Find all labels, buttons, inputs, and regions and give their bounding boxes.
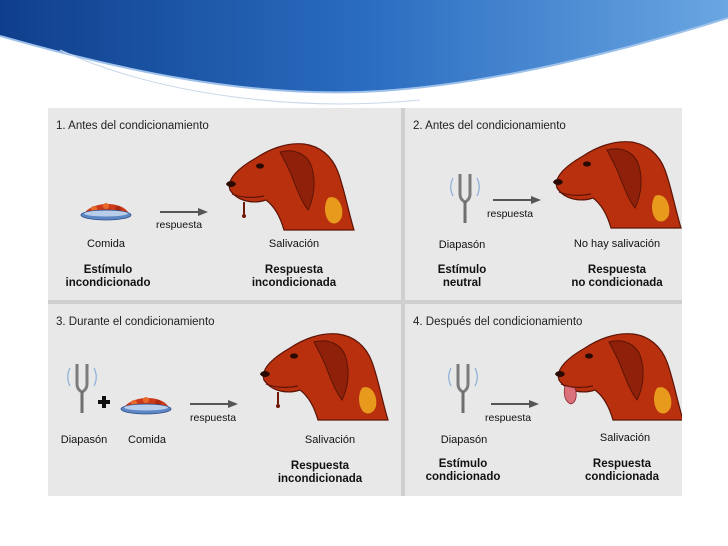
arrow-right-icon xyxy=(190,400,238,408)
response-type-line-2: condicionada xyxy=(584,471,660,483)
response-label: Salivación xyxy=(304,434,356,446)
arrow-right-icon xyxy=(160,208,208,216)
response-type: Respuesta condicionada xyxy=(567,458,677,484)
arrow-label: respuesta xyxy=(487,208,534,220)
stimulus-type: Estímulo incondicionado xyxy=(54,264,162,290)
stimulus-label: Diapasón xyxy=(440,434,488,446)
tuning-fork-icon xyxy=(447,362,479,415)
panel-4: 4. Después del condicionamiento Diapasón… xyxy=(405,304,682,496)
response-type: Respuesta incondicionada xyxy=(264,460,376,486)
stimulus-type-line-1: Estímulo xyxy=(83,264,133,276)
tuning-fork-icon xyxy=(449,172,481,225)
stimulus-type-line-1: Estímulo xyxy=(437,264,487,276)
conditioning-figure: 1. Antes del condicionamiento Comida res… xyxy=(48,108,682,496)
horizontal-divider xyxy=(48,300,682,304)
panel-title: 1. Antes del condicionamiento xyxy=(56,120,209,132)
panel-title: 3. Durante el condicionamiento xyxy=(56,316,215,328)
stimulus-type-line-2: incondicionado xyxy=(65,277,151,289)
header-banner xyxy=(0,0,728,105)
response-type: Respuesta incondicionada xyxy=(238,264,350,290)
stimulus-label: Comida xyxy=(87,238,125,250)
response-label: No hay salivación xyxy=(573,238,661,250)
stimulus-type: Estímulo condicionado xyxy=(413,458,513,484)
stimulus-type-line-1: Estímulo xyxy=(438,458,488,470)
response-type-line-1: Respuesta xyxy=(587,264,647,276)
stimulus-label-a: Diapasón xyxy=(60,434,108,446)
dog-head-icon xyxy=(259,333,389,421)
stimulus-type-line-2: condicionado xyxy=(425,471,501,483)
stimulus-type: Estímulo neutral xyxy=(415,264,509,290)
dog-head-icon xyxy=(552,141,682,229)
plus-sign-icon xyxy=(98,396,110,408)
response-label: Salivación xyxy=(268,238,320,250)
panel-3: 3. Durante el condicionamiento Diapasón … xyxy=(48,304,401,496)
response-type-line-2: incondicionada xyxy=(277,473,363,485)
arrow-label: respuesta xyxy=(156,219,203,231)
response-type-line-1: Respuesta xyxy=(264,264,324,276)
response-type: Respuesta no condicionada xyxy=(555,264,679,290)
stimulus-label-b: Comida xyxy=(128,434,166,446)
arrow-label: respuesta xyxy=(485,412,532,424)
arrow-label: respuesta xyxy=(190,412,237,424)
response-type-line-1: Respuesta xyxy=(290,460,350,472)
food-bowl-icon xyxy=(80,202,132,221)
panel-2: 2. Antes del condicionamiento Diapasón r… xyxy=(405,108,682,300)
tuning-fork-icon xyxy=(66,362,98,415)
panel-title: 4. Después del condicionamiento xyxy=(413,316,583,328)
panel-1: 1. Antes del condicionamiento Comida res… xyxy=(48,108,401,300)
stimulus-type-line-2: neutral xyxy=(442,277,482,289)
arrow-right-icon xyxy=(493,196,541,204)
food-bowl-icon xyxy=(120,396,172,415)
panel-title: 2. Antes del condicionamiento xyxy=(413,120,566,132)
stimulus-label: Diapasón xyxy=(438,239,486,251)
dog-head-icon xyxy=(225,143,355,231)
response-type-line-2: no condicionada xyxy=(571,277,663,289)
response-label: Salivación xyxy=(599,432,651,444)
dog-head-icon xyxy=(554,333,682,421)
arrow-right-icon xyxy=(491,400,539,408)
response-type-line-1: Respuesta xyxy=(592,458,652,470)
response-type-line-2: incondicionada xyxy=(251,277,337,289)
